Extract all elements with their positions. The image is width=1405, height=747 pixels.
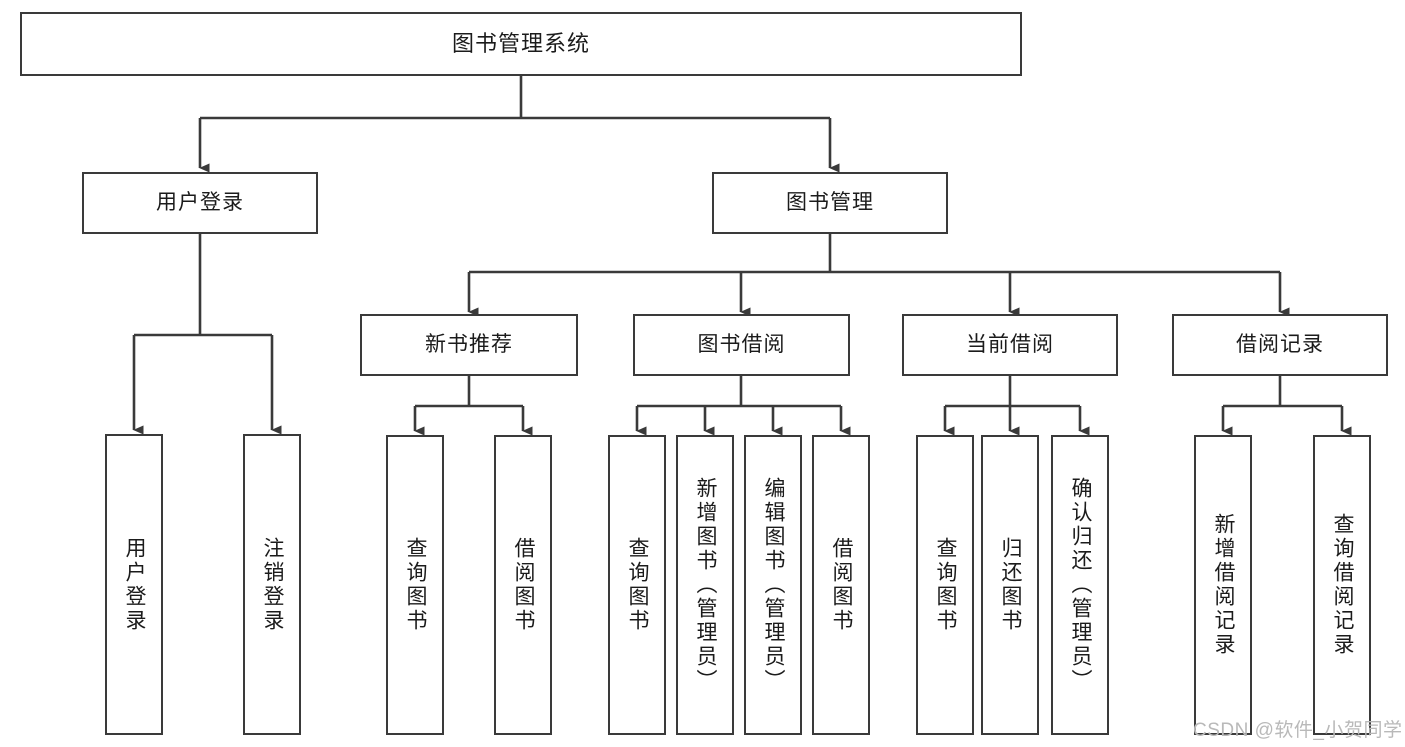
node-leaf-query-record[interactable]: 查询借阅记录: [1313, 435, 1371, 735]
node-leaf-confirm-return[interactable]: 确认归还（管理员）: [1051, 435, 1109, 735]
node-label: 图书管理: [786, 190, 874, 214]
node-label: 借阅图书: [830, 537, 854, 633]
node-label: 新书推荐: [425, 332, 513, 356]
node-leaf-query-book-2[interactable]: 查询图书: [608, 435, 666, 735]
node-label: 查询图书: [626, 537, 650, 633]
node-label: 查询图书: [934, 537, 958, 633]
node-book-borrow[interactable]: 图书借阅: [633, 314, 850, 376]
node-leaf-return-book[interactable]: 归还图书: [981, 435, 1039, 735]
node-book-management[interactable]: 图书管理: [712, 172, 948, 234]
node-root-system[interactable]: 图书管理系统: [20, 12, 1022, 76]
node-leaf-edit-book[interactable]: 编辑图书（管理员）: [744, 435, 802, 735]
node-leaf-query-book-1[interactable]: 查询图书: [386, 435, 444, 735]
node-label: 查询图书: [404, 537, 428, 633]
node-label: 编辑图书（管理员）: [762, 477, 786, 693]
node-label: 当前借阅: [966, 332, 1054, 356]
node-label: 借阅图书: [512, 537, 536, 633]
node-label: 查询借阅记录: [1331, 513, 1355, 657]
node-leaf-borrow-book-1[interactable]: 借阅图书: [494, 435, 552, 735]
node-label: 图书借阅: [697, 332, 786, 356]
node-leaf-user-login[interactable]: 用户登录: [105, 434, 163, 735]
node-label: 图书管理系统: [451, 31, 590, 57]
node-label: 用户登录: [156, 190, 244, 214]
node-leaf-add-record[interactable]: 新增借阅记录: [1194, 435, 1252, 735]
node-leaf-borrow-book-2[interactable]: 借阅图书: [812, 435, 870, 735]
node-label: 新增借阅记录: [1212, 513, 1236, 657]
node-label: 归还图书: [999, 537, 1023, 633]
node-user-login[interactable]: 用户登录: [82, 172, 318, 234]
node-new-book-recommend[interactable]: 新书推荐: [360, 314, 578, 376]
node-label: 注销登录: [261, 536, 285, 633]
node-label: 确认归还（管理员）: [1069, 477, 1093, 693]
node-label: 借阅记录: [1236, 332, 1324, 356]
node-borrow-record[interactable]: 借阅记录: [1172, 314, 1388, 376]
node-label: 新增图书（管理员）: [694, 477, 718, 693]
node-leaf-query-book-3[interactable]: 查询图书: [916, 435, 974, 735]
csdn-watermark: CSDN @软件_小贺同学: [1193, 720, 1403, 741]
node-leaf-add-book[interactable]: 新增图书（管理员）: [676, 435, 734, 735]
node-label: 用户登录: [123, 536, 147, 633]
node-leaf-logout-login[interactable]: 注销登录: [243, 434, 301, 735]
node-current-borrow[interactable]: 当前借阅: [902, 314, 1118, 376]
